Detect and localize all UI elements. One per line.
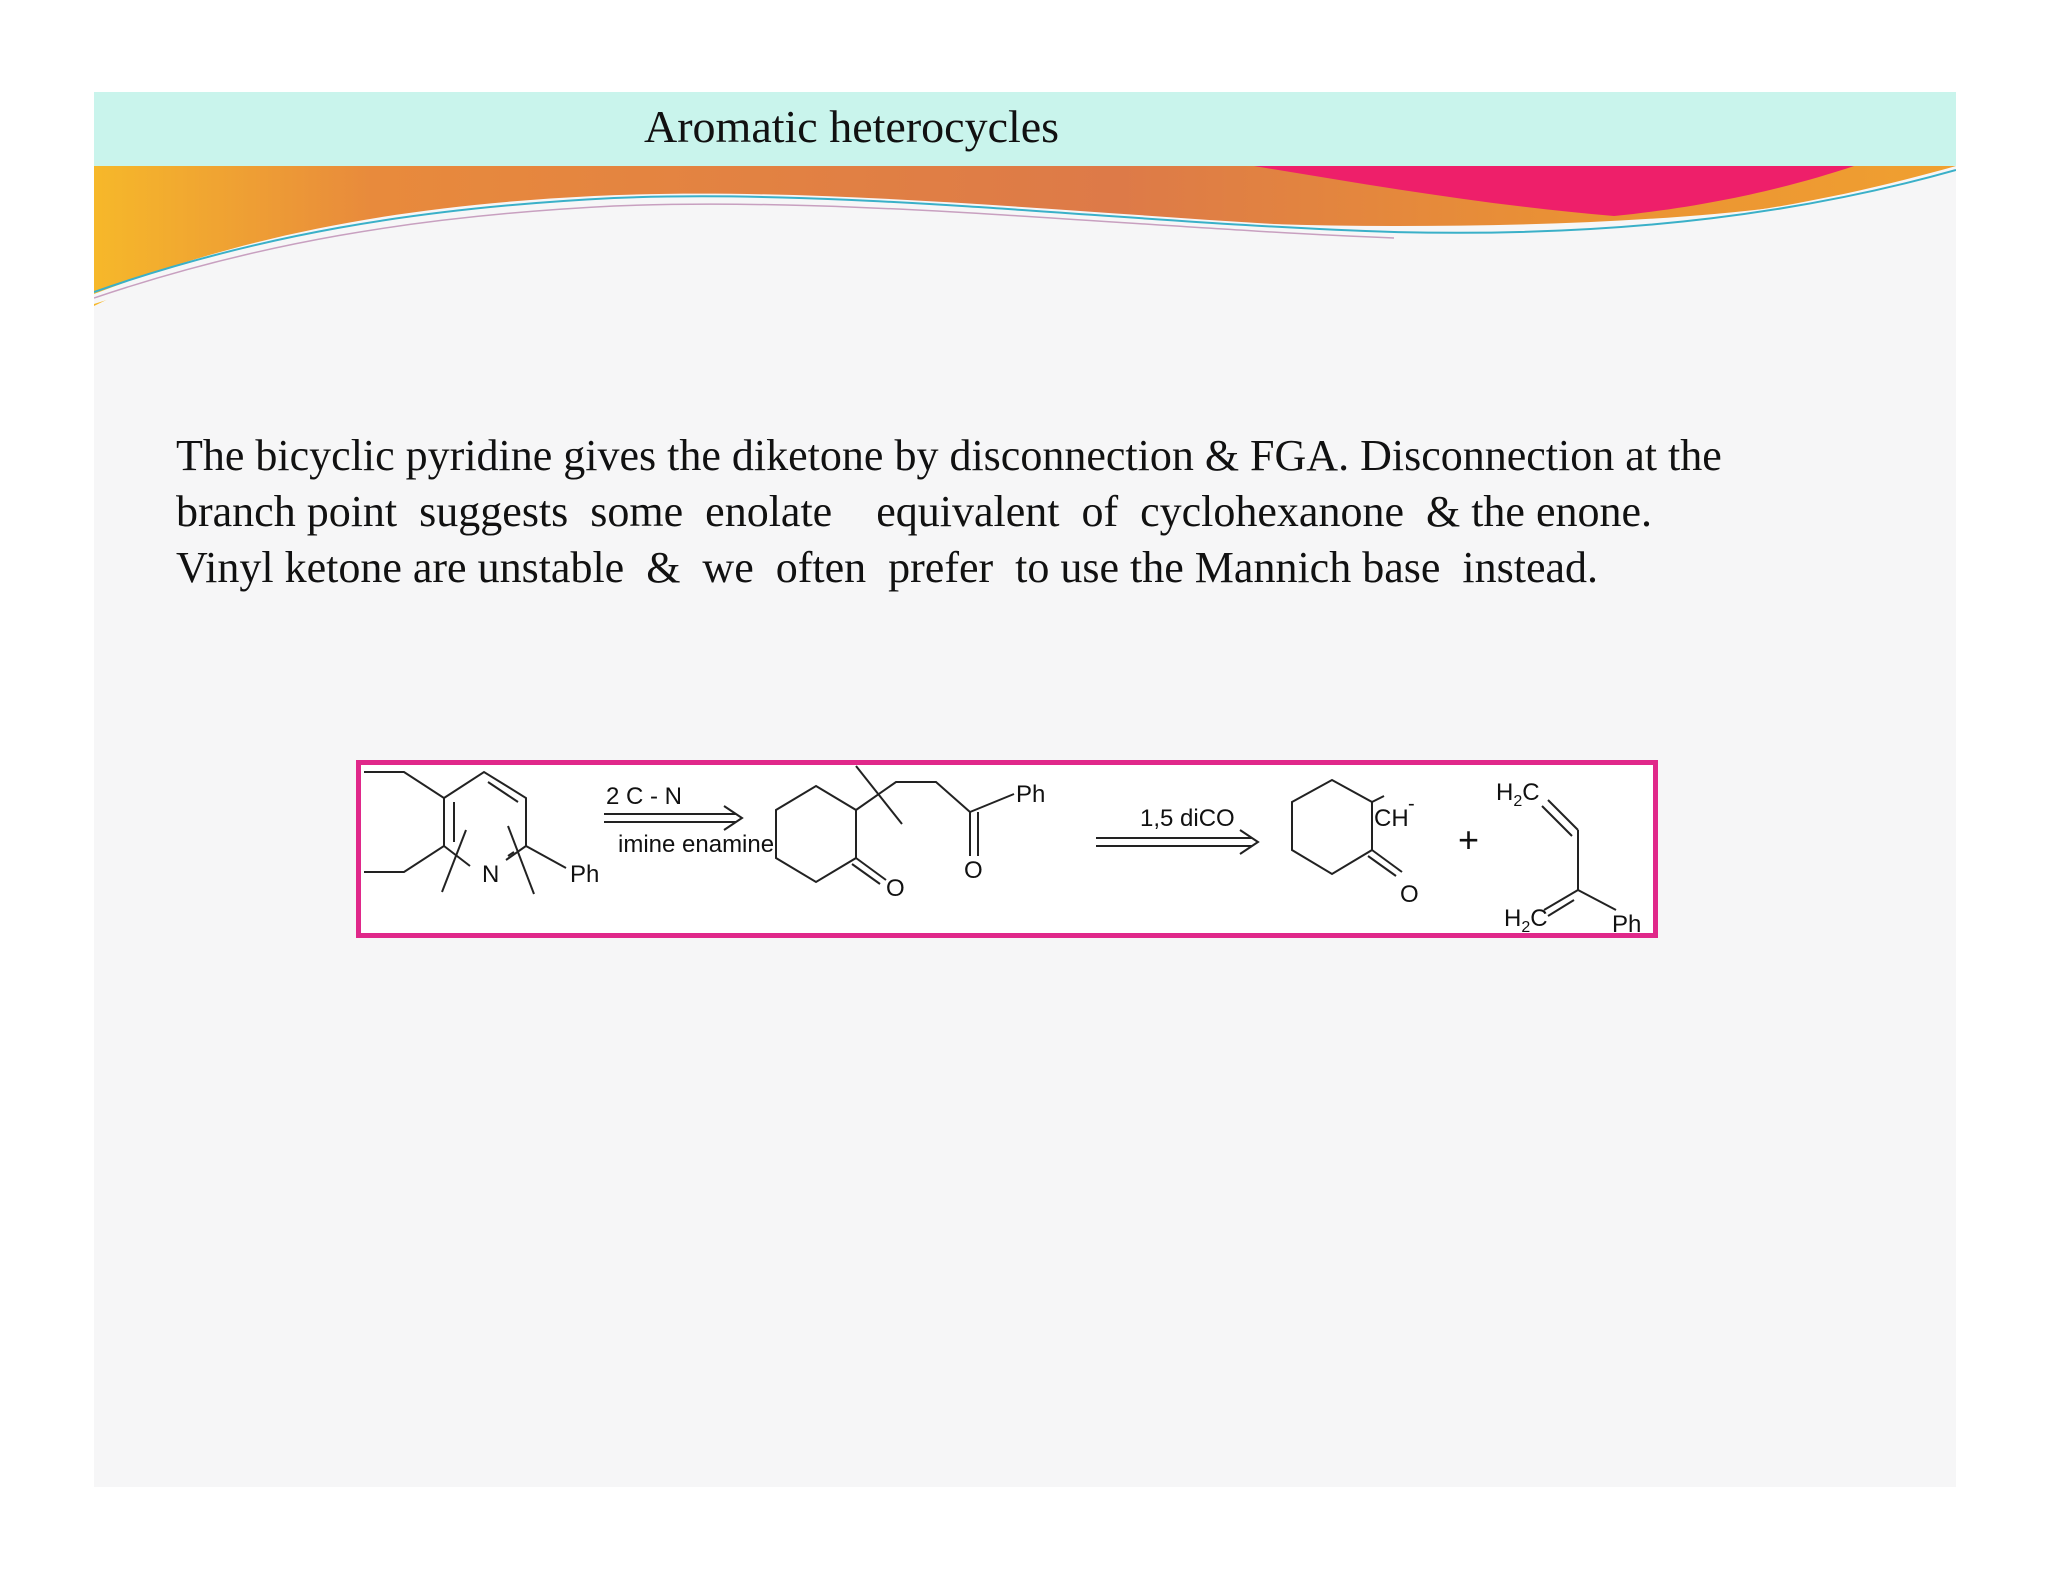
pyridine-phenyl-label: Ph: [570, 861, 599, 888]
enolate-carbanion-label: CH: [1374, 805, 1409, 832]
body-line: branch point suggests some enolate equiv…: [176, 487, 1653, 536]
title-bar: [94, 92, 1956, 168]
body-line: The bicyclic pyridine gives the diketone…: [176, 431, 1722, 480]
enolate-ring: [1291, 778, 1373, 876]
enone-phenyl-label: Ph: [1612, 911, 1641, 938]
retrosynthesis-scheme: N Ph 2 C - N imine enamine O O Ph 1,5 di…: [364, 765, 1641, 938]
diketone-phenyl-label: Ph: [1016, 781, 1045, 808]
arrow1-top-label: 2 C - N: [606, 783, 682, 810]
slide-body: The bicyclic pyridine gives the diketone…: [176, 428, 1916, 596]
reaction-scheme-frame: [356, 760, 1658, 938]
diketone-ring: [775, 784, 857, 884]
enone-top-ch2-label: H2C: [1496, 779, 1540, 810]
plus-sign: +: [1458, 819, 1479, 860]
diketone-chain-oxygen: O: [964, 857, 983, 884]
diketone-ring-oxygen: O: [886, 875, 905, 902]
cyclohexane-ring: [364, 771, 445, 873]
enolate-oxygen-label: O: [1400, 881, 1419, 908]
enone-bottom-ch2-label: H2C: [1504, 905, 1548, 936]
pyridine-nitrogen-label: N: [482, 861, 499, 888]
enolate-charge-label: -: [1408, 793, 1415, 815]
decorative-wave-banner: [94, 166, 1956, 306]
arrow1-bottom-label: imine enamine: [618, 831, 774, 858]
body-line: Vinyl ketone are unstable & we often pre…: [176, 543, 1599, 592]
arrow2-label: 1,5 diCO: [1140, 805, 1235, 832]
slide-title: Aromatic heterocycles: [644, 101, 1060, 152]
